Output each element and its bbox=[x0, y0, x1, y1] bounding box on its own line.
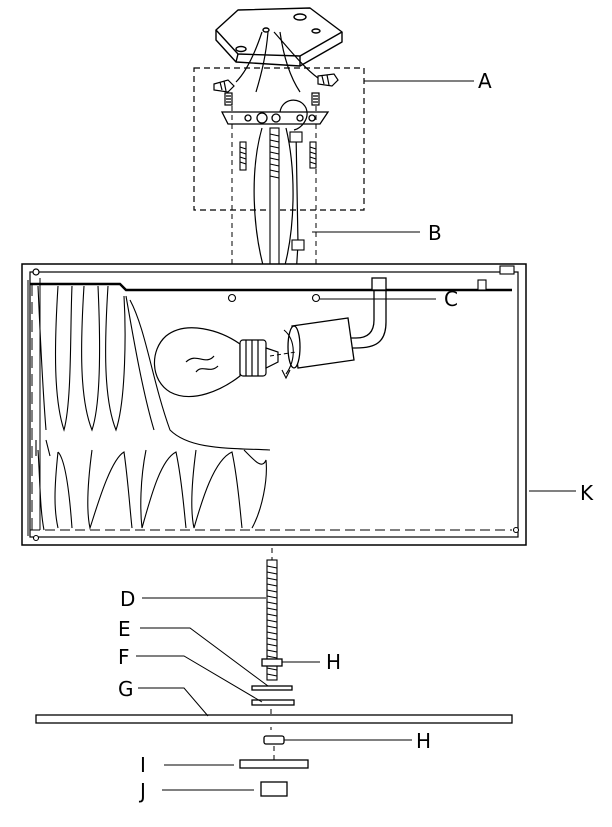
fabric-pleats-upper bbox=[37, 285, 271, 451]
drum-shade bbox=[21, 263, 527, 546]
hex-nut-upper bbox=[261, 658, 283, 667]
wire-nuts bbox=[213, 73, 339, 93]
mounting-crossbar bbox=[220, 111, 330, 125]
mounting-screws bbox=[224, 92, 320, 106]
washer-f bbox=[251, 699, 295, 706]
diffuser-panel-g bbox=[35, 714, 513, 724]
label-e: E bbox=[118, 617, 131, 641]
rotation-arrow bbox=[283, 329, 294, 375]
label-b: B bbox=[428, 221, 442, 245]
hex-nut-lower bbox=[263, 735, 285, 745]
label-c: C bbox=[444, 287, 458, 311]
shade-screws bbox=[227, 293, 321, 303]
label-j: J bbox=[138, 779, 146, 803]
fabric-pleats-lower bbox=[35, 439, 267, 531]
washer-i bbox=[239, 759, 309, 769]
finial-j bbox=[260, 781, 288, 797]
threaded-rod-d bbox=[266, 559, 278, 681]
junction-box bbox=[215, 7, 343, 67]
label-d: D bbox=[120, 587, 135, 611]
label-i: I bbox=[140, 753, 146, 777]
ground-wire-loop bbox=[279, 99, 308, 131]
label-g: G bbox=[118, 677, 134, 701]
washer-e bbox=[251, 685, 293, 691]
rotation-arrowhead bbox=[281, 369, 291, 380]
detail-a-box bbox=[193, 67, 365, 211]
label-a: A bbox=[478, 69, 492, 93]
bulb-dashed-path bbox=[269, 351, 297, 357]
label-f: F bbox=[118, 645, 130, 669]
leader-lines bbox=[136, 80, 576, 791]
light-bulb bbox=[153, 327, 279, 398]
label-h-upper: H bbox=[326, 650, 341, 674]
socket-arm bbox=[287, 277, 387, 369]
threaded-nipple-top bbox=[269, 127, 280, 269]
label-h-lower: H bbox=[416, 729, 431, 753]
cable-grippers bbox=[289, 131, 305, 251]
label-k: K bbox=[580, 481, 594, 505]
